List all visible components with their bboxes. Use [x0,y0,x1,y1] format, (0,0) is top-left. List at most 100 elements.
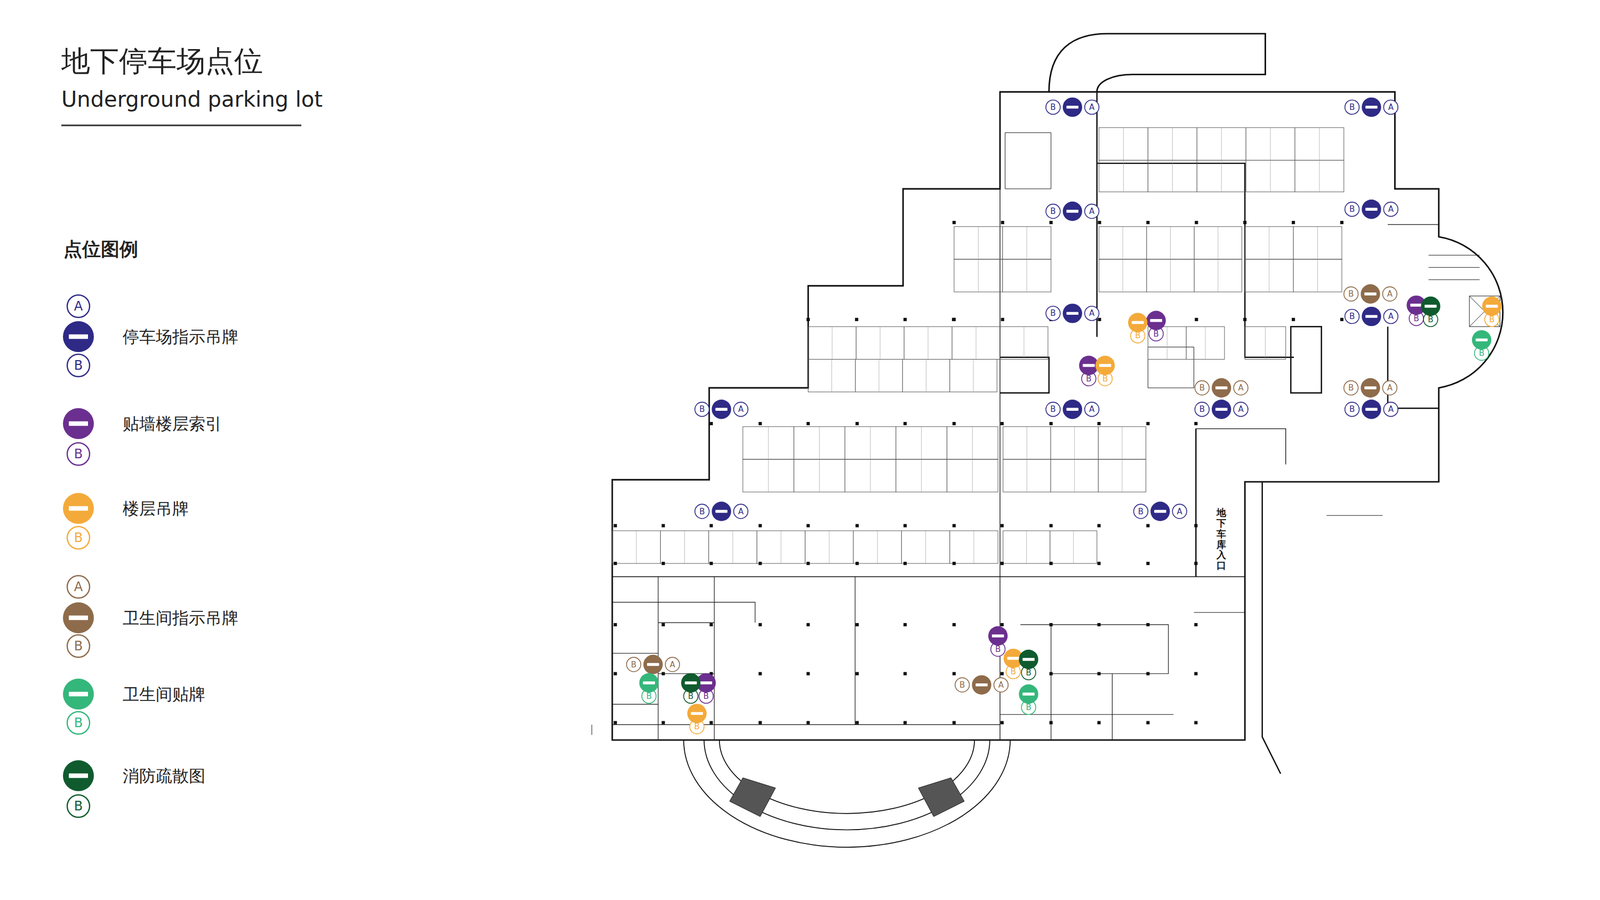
stall-line [1121,459,1123,492]
letter-ring [67,354,90,377]
marker-bar [1082,363,1095,367]
stall-line [1023,326,1024,359]
marker-bar [690,712,703,715]
marker-bar [975,683,988,686]
pillar [1000,523,1004,527]
pillar [1194,220,1198,224]
marker-bar [1365,314,1378,318]
pillar [903,672,907,676]
marker-letter: B [1199,405,1205,414]
pillar [1194,421,1198,426]
legend-letter: B [74,716,83,730]
interior-wall [1000,91,1439,577]
marker-bar [700,681,713,684]
marker-letter: B [630,660,637,669]
marker-bar [646,662,660,666]
stall-line [844,426,846,460]
pillar [1097,622,1101,627]
pillar [661,672,666,676]
letter-ring [1345,309,1360,324]
sign-marker [1361,306,1381,326]
marker-letter: B [646,691,652,700]
stall-line [973,530,974,564]
stall-line [1074,459,1075,492]
sign-marker [1361,97,1381,117]
legend-letter: B [74,639,83,653]
stall-block [742,459,998,492]
pillar [1243,317,1247,322]
letter-ring [1344,380,1359,396]
marker-letter: A [1388,102,1394,111]
pillar [952,721,956,725]
stall-line [895,459,896,492]
marker-bar [1154,509,1167,513]
marker-letter: A [1388,405,1394,414]
sign-marker [639,673,659,693]
marker-bar [1410,303,1423,307]
seating-arc [683,739,1011,847]
room-wall [1005,132,1195,388]
stall-line [1245,127,1247,160]
stall-line [1318,127,1320,160]
marker-letter: A [1089,309,1095,318]
stall-line [780,530,782,564]
marker-letter: B [1025,702,1031,711]
marker-letter: B [1025,668,1031,677]
legend-letter: A [74,299,83,313]
sign-marker [62,321,94,352]
stall-line [1318,160,1320,192]
letter-ring [1345,100,1360,115]
pillar [903,421,907,426]
sign-marker [1360,284,1380,304]
stall-line [976,326,977,359]
stall-line [901,530,902,564]
marker-bar [1149,318,1163,322]
pillar [952,220,956,224]
marker-letter: A [1388,312,1394,321]
stall-block [1099,226,1243,260]
letter-ring [1084,204,1100,219]
marker-letter: B [1349,405,1355,414]
sign-marker [681,673,701,693]
marker-bar [1066,105,1079,109]
stall-line [1172,160,1173,192]
pillar [1194,672,1198,676]
pillar [1291,220,1295,224]
marker-bar [68,334,88,340]
marker-letter: B [1349,312,1355,321]
marker-letter: B [1348,384,1354,392]
stall-block [1244,259,1342,292]
pillar [1097,220,1101,224]
sign-marker [1472,330,1492,350]
legend-letter: A [74,580,83,594]
stall-line [973,358,974,392]
stall-block [1244,226,1342,260]
marker-letter: A [1089,405,1095,414]
pillar [1194,721,1198,725]
letter-ring [694,402,710,417]
stall-line [756,530,758,564]
pillar [903,622,907,627]
stall-line [1026,426,1028,460]
marker-letter: A [1387,290,1393,299]
title-rule [61,124,302,127]
pillar [1049,672,1053,676]
stall-line [1002,226,1003,260]
pillar [661,721,666,725]
letter-ring [1194,402,1210,417]
pillar [1000,622,1004,627]
letter-ring [733,504,749,519]
sign-marker [62,678,94,710]
marker-bar [1365,407,1378,411]
pillar [758,523,762,527]
stall-line [877,530,878,564]
pillar [952,317,956,322]
marker-letter: A [738,507,744,516]
letter-ring [1383,100,1398,115]
pillar [613,672,618,676]
pillar [1146,220,1150,224]
pillar [1097,421,1101,426]
pillar [1049,721,1053,725]
pillar [1097,523,1101,527]
